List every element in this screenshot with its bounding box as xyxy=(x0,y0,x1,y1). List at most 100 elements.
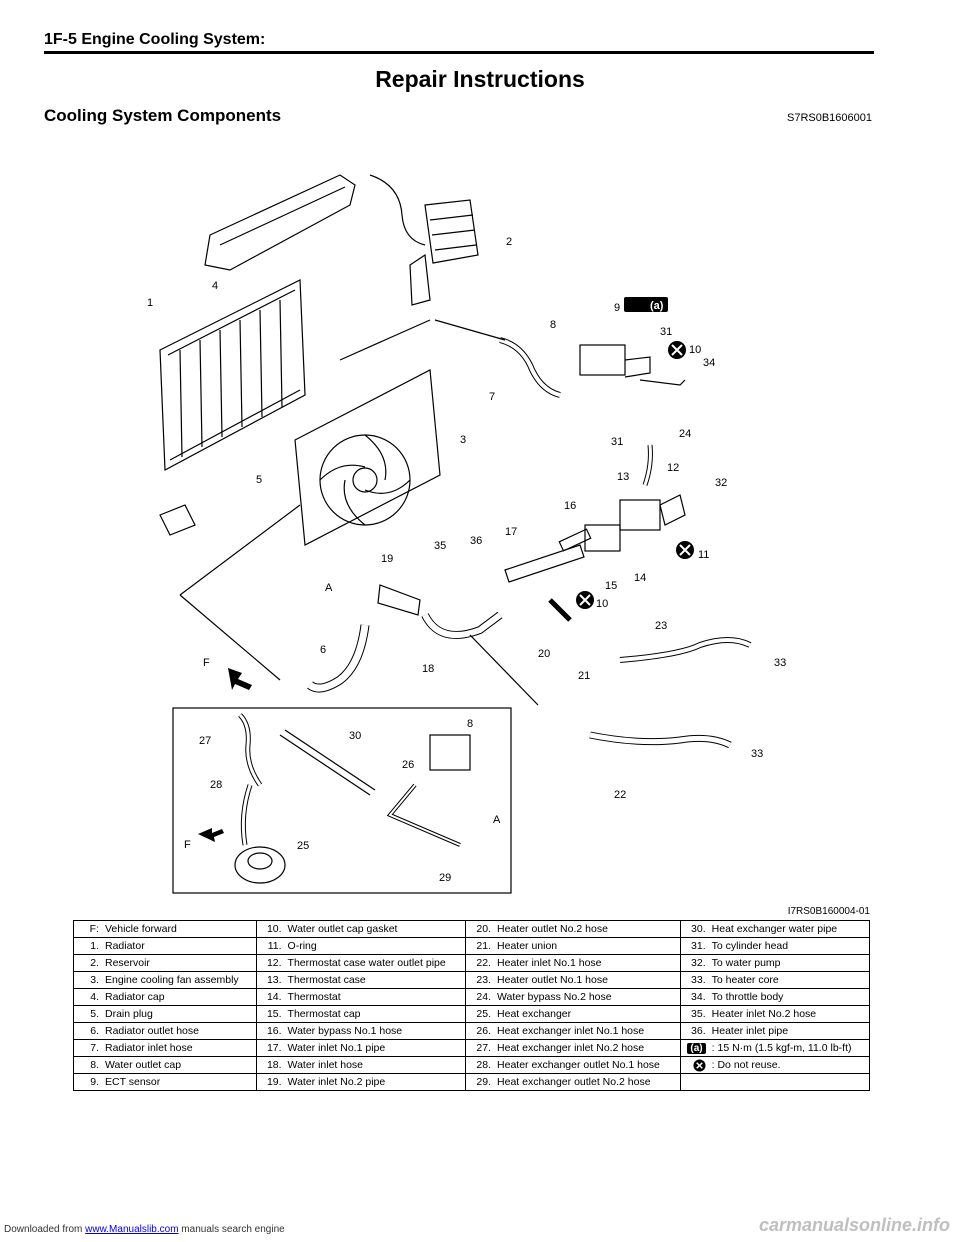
legend-number: F: xyxy=(73,920,102,938)
legend-number: 17. xyxy=(255,1039,285,1057)
legend-number: 3. xyxy=(73,971,102,989)
legend-number: 5. xyxy=(73,1005,102,1023)
legend-text: To cylinder head xyxy=(708,937,870,955)
legend-text: Water inlet hose xyxy=(284,1056,467,1074)
legend-number: 12. xyxy=(255,954,285,972)
legend-number: 25. xyxy=(465,1005,495,1023)
page-header: 1F-5 Engine Cooling System: xyxy=(44,31,266,48)
footer: Downloaded from www.Manualslib.com manua… xyxy=(4,1224,285,1235)
legend-text: Engine cooling fan assembly xyxy=(102,971,257,989)
legend-text: Reservoir xyxy=(102,954,257,972)
legend-number: 6. xyxy=(73,1022,102,1040)
watermark: carmanualsonline.info xyxy=(758,1215,950,1235)
callout: 13 xyxy=(617,471,629,483)
callout: 34 xyxy=(703,357,715,369)
callout: 24 xyxy=(679,428,691,440)
callout: 31 xyxy=(611,436,623,448)
torque-icon: (a) xyxy=(687,1043,706,1054)
legend-text: Heater union xyxy=(494,937,681,955)
legend-number: 4. xyxy=(73,988,102,1006)
cooling-system-diagram: (a) 1 2 3 4 5 6 7 8 9 10 31 34 24 31 12 … xyxy=(147,174,786,894)
legend-text: Heater outlet No.1 hose xyxy=(494,971,681,989)
legend-text: Thermostat cap xyxy=(284,1005,467,1023)
callout: 12 xyxy=(667,462,679,474)
vehicle-forward-arrow xyxy=(228,668,252,690)
legend-number: 18. xyxy=(255,1056,285,1074)
callout: 31 xyxy=(660,326,672,338)
legend-number: 27. xyxy=(465,1039,495,1057)
legend-text: Heat exchanger xyxy=(494,1005,681,1023)
legend-text: Water inlet No.2 pipe xyxy=(284,1073,467,1091)
legend-text: Water inlet No.1 pipe xyxy=(284,1039,467,1057)
legend-text: Radiator outlet hose xyxy=(102,1022,257,1040)
legend-text: Heater outlet No.2 hose xyxy=(494,920,681,938)
callout: 10 xyxy=(689,344,701,356)
callout: 33 xyxy=(751,748,763,760)
legend-number: 11. xyxy=(255,937,285,955)
do-not-reuse-icon xyxy=(668,341,686,359)
manualslib-link[interactable]: www.Manualslib.com xyxy=(85,1224,179,1235)
legend-text: Drain plug xyxy=(102,1005,257,1023)
legend-number: 13. xyxy=(255,971,285,989)
legend-text: Radiator inlet hose xyxy=(102,1039,257,1057)
callout: 32 xyxy=(715,477,727,489)
legend-number: 19. xyxy=(255,1073,285,1091)
callout: F xyxy=(184,839,191,851)
legend-number: 8. xyxy=(73,1056,102,1074)
page-title: Repair Instructions xyxy=(375,66,585,92)
legend-number: 28. xyxy=(465,1056,495,1074)
callout: 6 xyxy=(320,644,326,656)
legend-text: : Do not reuse. xyxy=(708,1056,870,1074)
legend-text: To throttle body xyxy=(708,988,870,1006)
legend-number: 16. xyxy=(255,1022,285,1040)
legend-text: Vehicle forward xyxy=(102,920,257,938)
legend-number: 22. xyxy=(465,954,495,972)
callout: 21 xyxy=(578,670,590,682)
callout: 26 xyxy=(402,759,414,771)
callout: 4 xyxy=(212,280,218,292)
callout: 35 xyxy=(434,540,446,552)
legend-text: To water pump xyxy=(708,954,870,972)
legend-number: 35. xyxy=(679,1005,709,1023)
callout: 22 xyxy=(614,789,626,801)
legend-number: 32. xyxy=(679,954,709,972)
legend-text: Thermostat xyxy=(284,988,467,1006)
legend-number: 20. xyxy=(465,920,495,938)
callout: 27 xyxy=(199,735,211,747)
footer-suffix: manuals search engine xyxy=(178,1224,285,1235)
legend-text: Water bypass No.2 hose xyxy=(494,988,681,1006)
callout: 20 xyxy=(538,648,550,660)
legend-text: Heat exchanger inlet No.2 hose xyxy=(494,1039,681,1057)
figure-id: I7RS0B160004-01 xyxy=(787,906,870,917)
vehicle-forward-arrow xyxy=(198,828,224,842)
legend-number: 23. xyxy=(465,971,495,989)
legend-text: ECT sensor xyxy=(102,1073,257,1091)
legend-text: Water outlet cap xyxy=(102,1056,257,1074)
callout: 1 xyxy=(147,297,153,309)
callout: F xyxy=(203,657,210,669)
legend-number: 7. xyxy=(73,1039,102,1057)
callout: 3 xyxy=(460,434,466,446)
legend-number: 29. xyxy=(465,1073,495,1091)
callout: A xyxy=(325,582,333,594)
legend-number xyxy=(679,1073,709,1091)
legend-number: 30. xyxy=(679,920,709,938)
callout: 15 xyxy=(605,580,617,592)
callout: 14 xyxy=(634,572,646,584)
legend-text: Heat exchanger outlet No.2 hose xyxy=(494,1073,681,1091)
section-code: S7RS0B1606001 xyxy=(786,112,872,124)
svg-text:(a): (a) xyxy=(650,300,664,312)
callout: 8 xyxy=(467,718,473,730)
legend-number: 1. xyxy=(73,937,102,955)
do-not-reuse-icon xyxy=(576,591,594,609)
header-rule xyxy=(44,51,874,54)
